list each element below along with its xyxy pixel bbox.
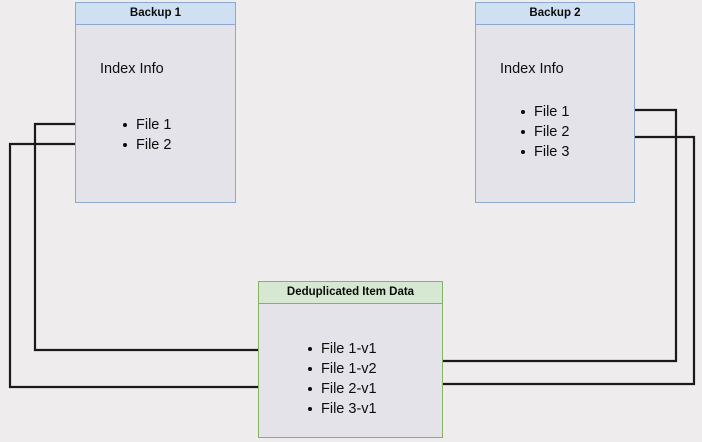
list-item[interactable]: File 1-v1	[307, 339, 377, 359]
node-backup-2-header: Backup 2	[476, 3, 634, 25]
list-item[interactable]: File 3-v1	[307, 399, 377, 419]
node-backup-2-file-list: File 1 File 2 File 3	[520, 102, 569, 162]
list-item[interactable]: File 2	[122, 135, 171, 155]
list-item[interactable]: File 2	[520, 122, 569, 142]
node-backup-2-caption: Index Info	[500, 61, 564, 77]
list-item[interactable]: File 3	[520, 142, 569, 162]
node-deduplicated-item-data-header: Deduplicated Item Data	[259, 282, 442, 304]
list-item[interactable]: File 1-v2	[307, 359, 377, 379]
list-item[interactable]: File 2-v1	[307, 379, 377, 399]
node-deduplicated-item-data[interactable]: Deduplicated Item Data File 1-v1 File 1-…	[258, 281, 443, 438]
node-backup-1[interactable]: Backup 1 Index Info File 1 File 2	[75, 2, 236, 203]
list-item[interactable]: File 1	[122, 115, 171, 135]
node-backup-1-header: Backup 1	[76, 3, 235, 25]
list-item[interactable]: File 1	[520, 102, 569, 122]
node-deduplicated-item-data-list: File 1-v1 File 1-v2 File 2-v1 File 3-v1	[307, 339, 377, 419]
node-backup-1-caption: Index Info	[100, 61, 164, 77]
node-backup-2[interactable]: Backup 2 Index Info File 1 File 2 File 3	[475, 2, 635, 203]
node-backup-1-file-list: File 1 File 2	[122, 115, 171, 155]
